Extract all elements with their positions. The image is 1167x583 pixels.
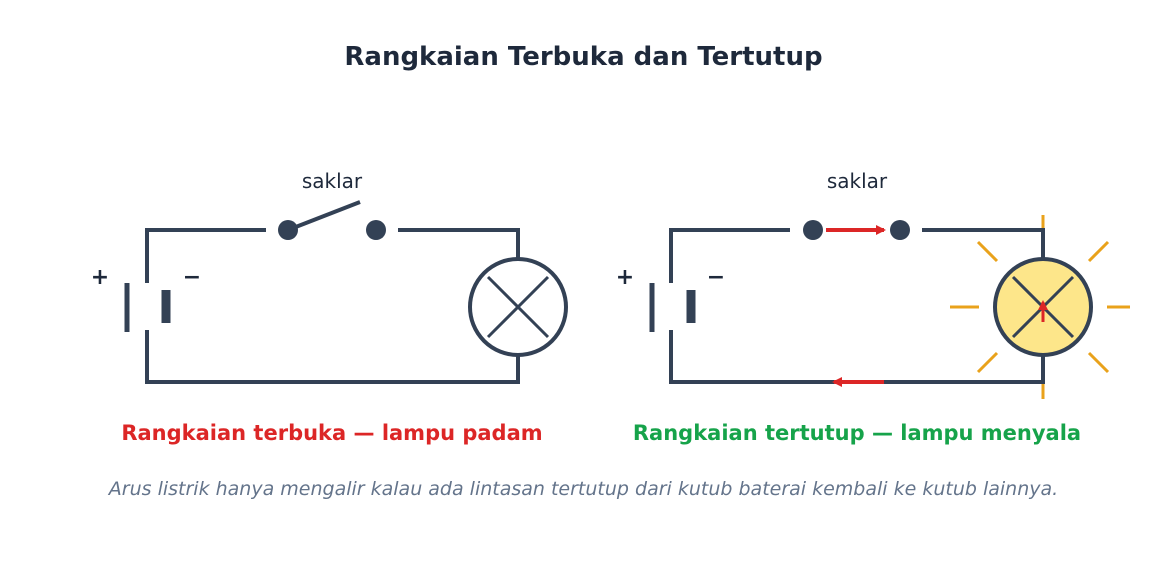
- footnote: Arus listrik hanya mengalir kalau ada li…: [107, 478, 1058, 500]
- closed-circuit-lamp: [993, 257, 1093, 357]
- open-circuit-switch: [278, 200, 386, 240]
- open-circuit-wire-top-left: [145, 228, 266, 283]
- light-ray: [976, 351, 999, 374]
- open-circuit-lamp: [468, 257, 568, 357]
- closed-circuit-minus-sign: −: [707, 265, 725, 290]
- closed-circuit-wire-bottom: [669, 330, 1045, 384]
- closed-circuit-wire-top-right: [922, 228, 1045, 259]
- open-circuit-switch-label: saklar: [302, 169, 363, 193]
- switch-contact-right: [890, 220, 910, 240]
- closed-circuit-wire-top-left: [669, 228, 790, 283]
- diagram-title: Rangkaian Terbuka dan Tertutup: [344, 42, 822, 72]
- light-ray: [1087, 351, 1110, 374]
- switch-contact-left: [803, 220, 823, 240]
- open-circuit-caption: Rangkaian terbuka — lampu padam: [121, 421, 542, 445]
- closed-circuit: + − saklar Rangkaian tertutup — lampu me…: [616, 169, 1130, 445]
- open-circuit-minus-sign: −: [183, 265, 201, 290]
- open-circuit-wire-top-right: [398, 228, 520, 259]
- lamp-light-rays: [950, 215, 1130, 399]
- light-ray: [1087, 240, 1110, 263]
- switch-contact-right: [366, 220, 386, 240]
- closed-circuit-switch-label: saklar: [827, 169, 888, 193]
- open-circuit-wire-bottom: [145, 330, 520, 384]
- open-circuit-plus-sign: +: [91, 265, 109, 290]
- closed-circuit-plus-sign: +: [616, 265, 634, 290]
- closed-circuit-caption: Rangkaian tertutup — lampu menyala: [633, 421, 1081, 445]
- switch-lever-open: [287, 200, 361, 232]
- closed-circuit-switch: [803, 220, 910, 240]
- open-circuit-battery: [124, 283, 171, 332]
- closed-circuit-battery: [649, 283, 696, 332]
- open-circuit: + − saklar Rangkaian terbuka — lampu pad…: [91, 169, 568, 445]
- light-ray: [976, 240, 999, 263]
- lamp-cross-b: [486, 275, 550, 339]
